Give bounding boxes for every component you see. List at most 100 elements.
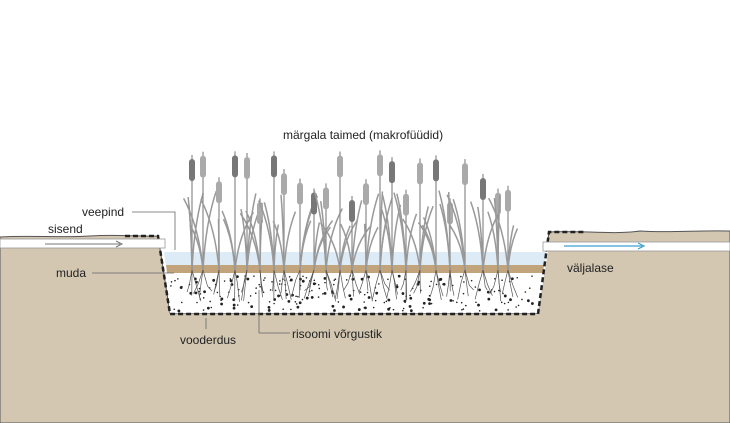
root: [325, 269, 328, 291]
gravel-dot: [294, 301, 297, 303]
gravel-dot: [267, 305, 271, 309]
gravel-dot: [460, 275, 462, 278]
gravel-dot: [273, 302, 275, 305]
gravel-dot: [223, 280, 226, 282]
gravel-dot: [475, 301, 477, 304]
gravel-dot: [289, 279, 292, 282]
gravel-dot: [478, 310, 481, 312]
gravel-dot: [333, 283, 335, 286]
inlet-arrowhead: [115, 240, 124, 248]
gravel-dot: [301, 298, 304, 301]
cattail-plant: [402, 158, 434, 294]
gravel-dot: [302, 275, 304, 278]
gravel-dot: [301, 279, 305, 283]
gravel-dot: [206, 306, 210, 310]
gravel-dot: [232, 306, 236, 310]
gravel-dot: [259, 286, 261, 288]
cattail-plant: [313, 183, 343, 302]
gravel-dot: [462, 292, 465, 295]
seed-head: [433, 159, 439, 182]
gravel-dot: [305, 277, 308, 279]
gravel-dot: [530, 302, 534, 305]
gravel-dot: [397, 274, 401, 278]
seed-head: [281, 173, 287, 196]
gravel-dot: [247, 301, 250, 304]
gravel-dot: [179, 286, 183, 289]
leaf: [417, 222, 437, 271]
gravel-dot: [435, 283, 438, 286]
gravel-dot: [402, 309, 404, 312]
plants: [182, 150, 519, 302]
cattail-plant: [487, 188, 502, 302]
cattail-plant: [340, 195, 371, 297]
gravel-dot: [428, 294, 431, 297]
leaf: [257, 200, 275, 271]
seed-head: [244, 156, 250, 179]
gravel-dot: [470, 279, 473, 282]
root: [202, 269, 213, 292]
leaf: [363, 223, 367, 271]
gravel-dot: [464, 304, 467, 307]
gravel-dot: [267, 309, 271, 312]
seed-head: [232, 155, 238, 178]
leaf: [313, 226, 331, 271]
gravel-dot: [246, 277, 250, 281]
gravel-dot: [212, 278, 216, 282]
leaf: [221, 210, 236, 271]
gravel-dot: [229, 278, 232, 280]
gravel-dot: [372, 306, 375, 309]
gravel-dot: [385, 300, 388, 303]
mud-label: muda: [56, 266, 87, 280]
gravel-dot: [383, 301, 386, 304]
cattail-plant: [381, 157, 402, 300]
gravel-dot: [194, 291, 198, 295]
gravel-dot: [317, 296, 320, 298]
leaf: [487, 211, 499, 271]
root: [272, 269, 275, 292]
gravel-dot: [337, 301, 340, 303]
gravel-dot: [220, 299, 222, 301]
gravel-dot: [173, 308, 176, 311]
root: [193, 269, 204, 294]
seed-head: [216, 181, 222, 204]
seed-head: [271, 155, 277, 178]
leaf: [351, 200, 363, 271]
gravel-dot: [254, 292, 257, 295]
gravel-dot: [493, 290, 496, 293]
gravel-dot: [503, 294, 507, 298]
seed-head: [349, 199, 355, 222]
gravel-dot: [516, 276, 519, 279]
root: [457, 269, 466, 300]
gravel-dot: [322, 293, 324, 295]
gravel-dot: [202, 297, 205, 299]
seed-head: [417, 162, 423, 185]
root: [379, 269, 390, 291]
gravel-dot: [250, 305, 254, 308]
root: [365, 269, 369, 291]
seed-head: [389, 161, 395, 184]
root: [283, 269, 287, 300]
gravel-dot: [349, 297, 353, 301]
leaf: [452, 199, 466, 271]
gravel-dot: [333, 279, 336, 282]
gravel-dot: [507, 301, 510, 304]
leaf: [419, 206, 430, 271]
leader-lines: [92, 211, 290, 334]
gravel-dot: [310, 295, 314, 299]
gravel-dot: [526, 299, 530, 303]
root: [429, 269, 437, 298]
gravel-dot: [501, 279, 503, 282]
gravel-dot: [517, 304, 520, 307]
gravel-dot: [478, 288, 481, 292]
gravel-dot: [438, 278, 442, 281]
gravel-dot: [170, 281, 173, 283]
gravel-dot: [318, 287, 321, 290]
root: [410, 269, 421, 292]
gravel-dot: [313, 279, 316, 282]
leaf: [280, 194, 285, 271]
gravel-dot: [312, 282, 316, 286]
root: [446, 269, 451, 297]
gravel-dot: [334, 278, 337, 281]
gravel-dot: [323, 277, 327, 280]
